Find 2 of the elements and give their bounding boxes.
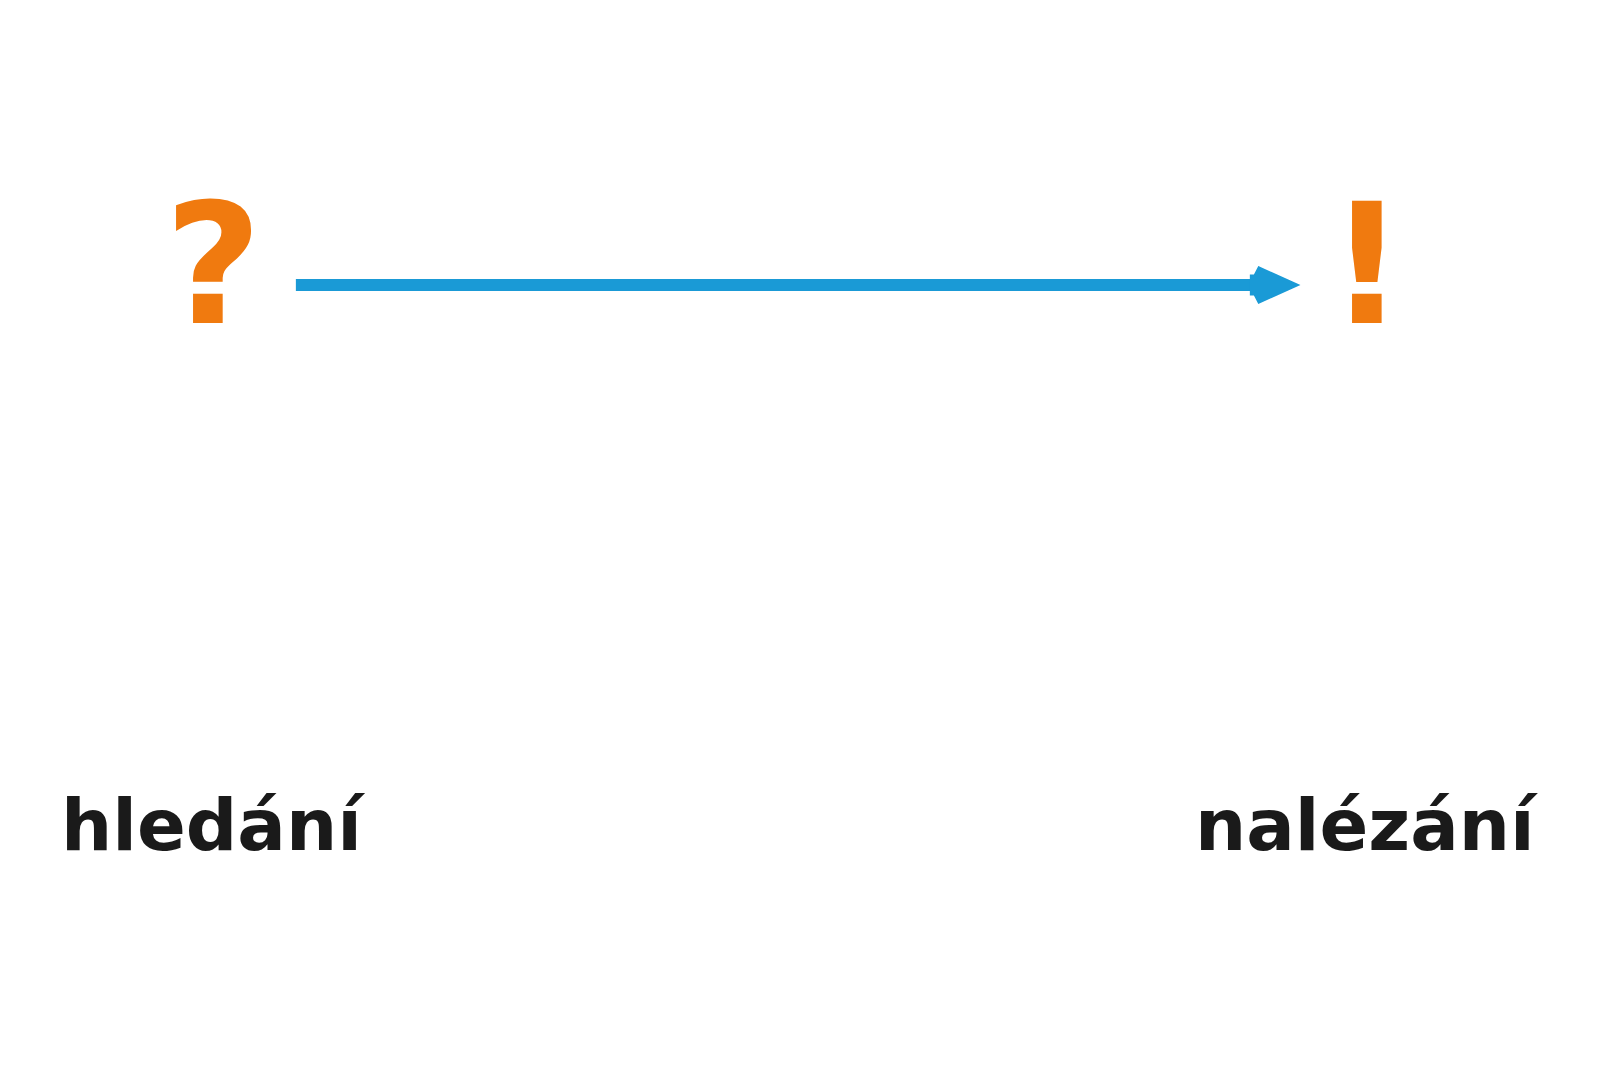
node-text: ? (164, 166, 262, 363)
node-text: ! (1328, 166, 1405, 363)
